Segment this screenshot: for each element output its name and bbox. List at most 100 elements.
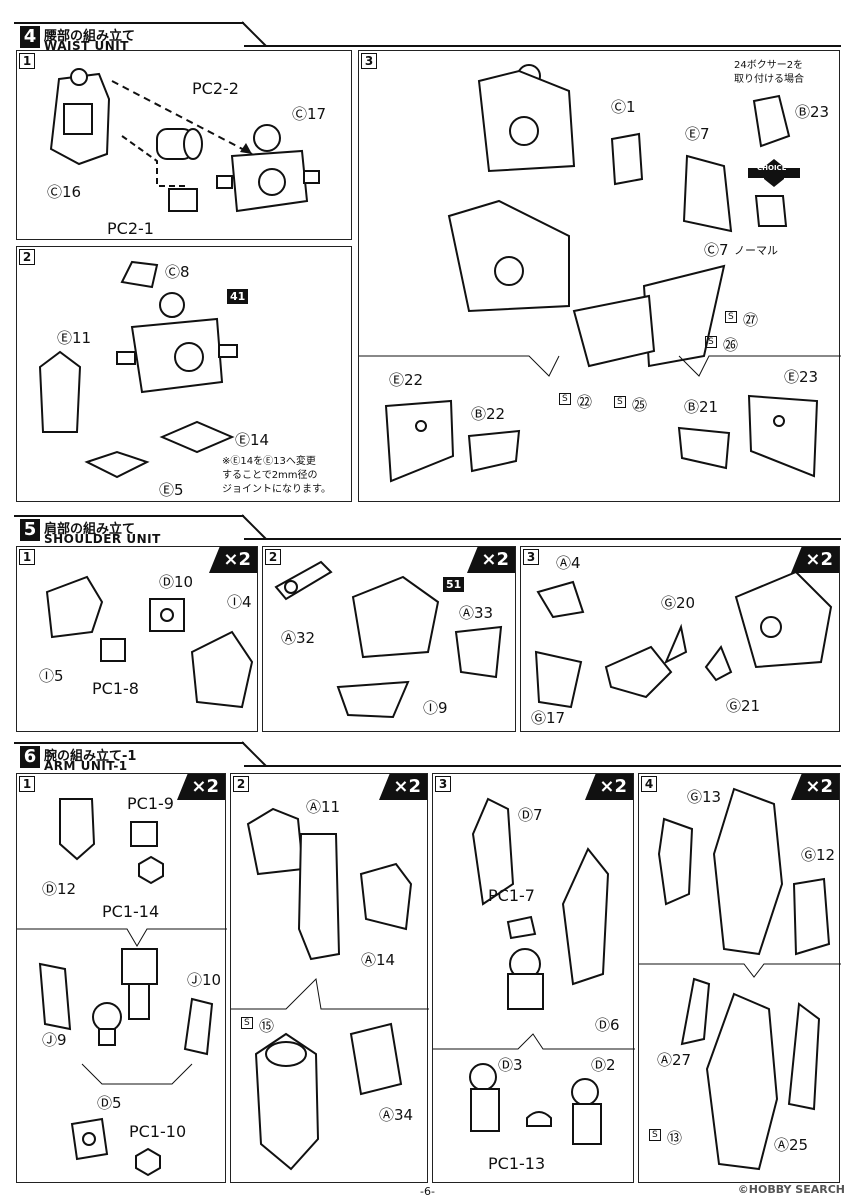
shoulder-assembly-part — [351, 575, 440, 659]
label-e14: Ⓔ14 — [235, 431, 270, 449]
header-slant — [241, 514, 267, 540]
label-a4: Ⓐ4 — [556, 554, 581, 572]
part-i9 — [336, 680, 410, 719]
label-a32: Ⓐ32 — [281, 629, 316, 647]
pc-cylinder-part — [156, 128, 203, 160]
label-a14: Ⓐ14 — [361, 951, 396, 969]
page-number: -6- — [420, 1185, 435, 1198]
part-d7 — [471, 797, 515, 906]
label-s15: ⑮ — [259, 1017, 275, 1035]
part-e23 — [747, 394, 819, 478]
part-a34 — [349, 1022, 403, 1096]
label-b21: Ⓑ21 — [684, 398, 719, 416]
label-d2: Ⓓ2 — [591, 1056, 616, 1074]
section-title-jp: 肩部の組み立て — [44, 522, 136, 537]
label-d5: Ⓓ5 — [97, 1094, 122, 1112]
forearm-armor-part — [561, 847, 610, 986]
part-e14 — [159, 420, 235, 454]
header-slant — [241, 21, 267, 47]
boxer-note: 24ボクサー2を 取り付ける場合 — [734, 60, 804, 85]
label-a33: Ⓐ33 — [459, 604, 494, 622]
label-c17: Ⓒ17 — [292, 105, 327, 123]
label-e11: Ⓔ11 — [57, 329, 92, 347]
part-c7 — [754, 195, 788, 227]
shoulder-step-1-panel: 1 ×2 Ⓓ10 Ⓘ4 Ⓘ5 PC1-8 — [16, 546, 258, 732]
assembly-arrow — [121, 135, 187, 187]
label-d12: Ⓓ12 — [42, 880, 77, 898]
upper-arm-part — [297, 833, 341, 961]
shoulder-final-assembly — [734, 570, 833, 669]
waist-assembly-part — [116, 292, 238, 394]
label-g20: Ⓖ20 — [661, 594, 696, 612]
sticker-tag: S — [725, 311, 737, 323]
label-pc2-1: PC2-1 — [107, 219, 154, 238]
label-i5: Ⓘ5 — [39, 667, 64, 685]
quantity-badge: ×2 — [791, 774, 839, 800]
label-pc1-10: PC1-10 — [129, 1122, 187, 1141]
reference-badge: 51 — [443, 577, 465, 592]
part-a27 — [680, 977, 711, 1046]
label-e7: Ⓔ7 — [685, 125, 710, 143]
shoulder-step-2-panel: 2 ×2 Ⓐ32 51 Ⓐ33 Ⓘ9 — [262, 546, 516, 732]
sticker-tag: S — [559, 393, 571, 405]
step-number: 1 — [19, 549, 35, 565]
header-slant — [241, 741, 267, 767]
label-pc1-8: PC1-8 — [92, 679, 139, 698]
pc1-10-part — [135, 1147, 161, 1177]
quantity-badge: ×2 — [379, 774, 427, 800]
section-number: 6 — [20, 746, 40, 768]
sticker-tag: S — [705, 336, 717, 348]
pc1-14-part — [138, 855, 164, 885]
waist-upper-assembly — [477, 64, 576, 173]
pc1-7-part — [506, 915, 537, 940]
shoulder-armor-part — [604, 645, 673, 699]
sticker-tag: S — [649, 1129, 661, 1141]
label-g12: Ⓖ12 — [801, 846, 836, 864]
step-number: 3 — [523, 549, 539, 565]
label-j9: Ⓙ9 — [42, 1031, 67, 1049]
part-a25 — [787, 1002, 821, 1111]
section-number: 5 — [20, 519, 40, 541]
label-s13: ⑬ — [667, 1129, 683, 1147]
part-c8 — [120, 260, 159, 289]
section-title-jp: 腰部の組み立て — [44, 29, 136, 44]
part-s26-armor — [572, 294, 656, 368]
label-s22: ㉒ — [577, 393, 593, 411]
part-d2 — [571, 1078, 602, 1145]
label-pc1-13: PC1-13 — [488, 1154, 546, 1173]
quantity-badge: ×2 — [791, 547, 839, 573]
forearm-full-assembly — [705, 992, 779, 1171]
part-a4 — [536, 580, 585, 619]
section-number: 4 — [20, 26, 40, 48]
part-b22 — [467, 429, 521, 473]
part-j9 — [38, 962, 72, 1031]
reference-badge: 41 — [227, 289, 249, 304]
waist-lower-assembly — [447, 199, 570, 313]
label-b23: Ⓑ23 — [795, 103, 830, 121]
section-rule — [14, 22, 244, 24]
part-a14 — [359, 862, 413, 931]
label-i9: Ⓘ9 — [423, 699, 448, 717]
step-number: 2 — [19, 249, 35, 265]
waist-front-part — [216, 124, 320, 213]
section-title-en: SHOULDER UNIT — [44, 532, 161, 546]
watermark: ©HOBBY SEARCH — [737, 1183, 845, 1196]
pc1-9-part — [130, 821, 158, 847]
part-b21 — [677, 426, 731, 470]
label-s25: ㉕ — [632, 396, 648, 414]
part-d5 — [70, 1117, 109, 1161]
part-e5 — [84, 450, 150, 479]
part-g13 — [657, 817, 694, 906]
label-a34: Ⓐ34 — [379, 1106, 414, 1124]
part-e22 — [384, 399, 455, 483]
assembly-arrow — [111, 80, 253, 155]
divider-lines — [359, 355, 841, 377]
arm-elbow-part — [121, 948, 158, 1020]
choice-arrow-icon — [748, 159, 800, 187]
waist-frame-part — [49, 68, 111, 166]
part-d3 — [469, 1063, 500, 1132]
shoulder-block-part — [45, 575, 104, 639]
step-number: 3 — [361, 53, 377, 69]
section-title-en: WAIST UNIT — [44, 39, 129, 53]
divider-lines — [81, 1063, 193, 1085]
